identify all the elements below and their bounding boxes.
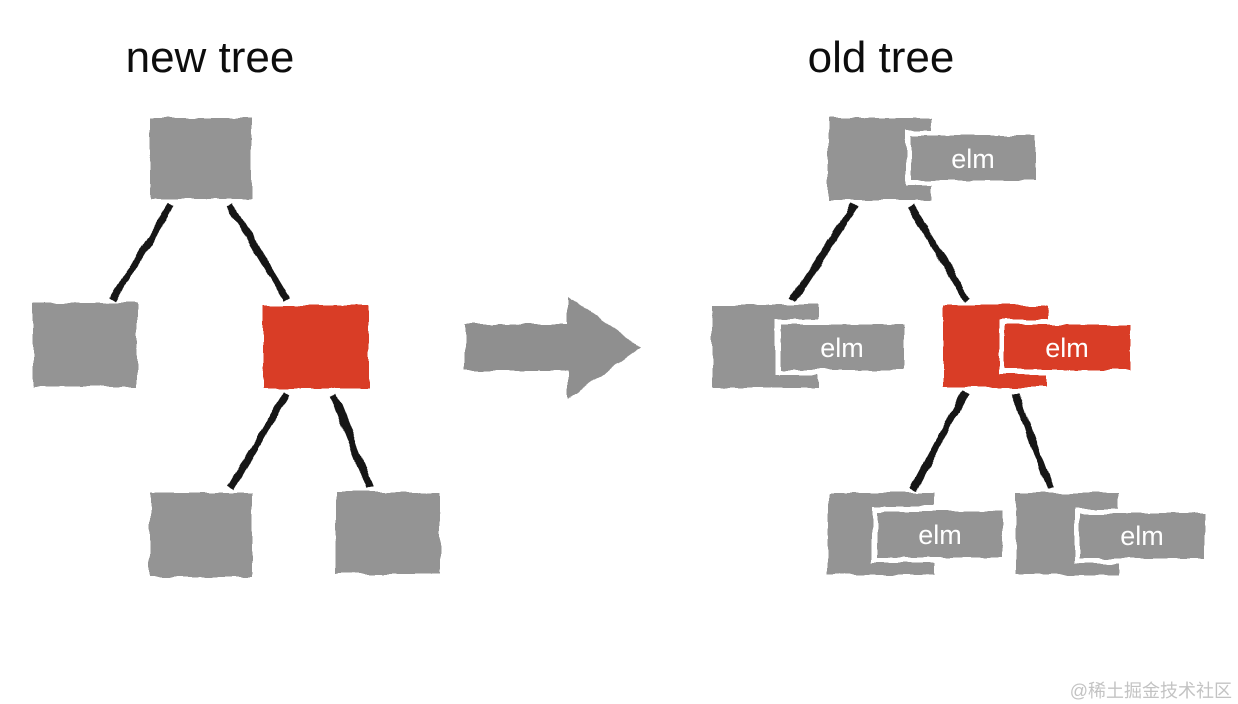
elm-tag-left bbox=[775, 319, 909, 375]
elm-tag-label: elm bbox=[820, 333, 864, 363]
old-tree-edge-right-bottomleft bbox=[909, 390, 969, 492]
elm-tag-label: elm bbox=[1045, 333, 1089, 363]
elm-tag-label: elm bbox=[918, 520, 962, 550]
old-tree-edge-root-right bbox=[906, 203, 971, 302]
new-tree-edge-root-left bbox=[110, 203, 174, 302]
watermark: @稀土掘金技术社区 bbox=[1070, 681, 1232, 701]
new-tree-changed-node bbox=[263, 305, 369, 388]
new-tree-edge-root-right bbox=[226, 203, 291, 302]
right-arrow-icon bbox=[465, 296, 641, 399]
new-tree-bottom-left-node bbox=[150, 493, 252, 577]
new-tree-edge-right-bottomleft bbox=[227, 391, 291, 490]
new-tree-nodes bbox=[33, 118, 440, 577]
old-tree-title: old tree bbox=[808, 33, 955, 82]
old-tree-edge-root-left bbox=[790, 203, 858, 302]
elm-tag-label: elm bbox=[1120, 521, 1164, 551]
elm-tag-bottom-right bbox=[1074, 508, 1210, 564]
old-tree-tag-labels: elm elm elm elm elm bbox=[820, 144, 1164, 551]
new-tree-edge-right-bottomright bbox=[329, 393, 374, 490]
old-tree: old tree elm elm bbox=[712, 33, 1210, 575]
old-tree-edges bbox=[790, 203, 1054, 492]
new-tree-edges bbox=[110, 203, 374, 490]
new-tree-root-node bbox=[150, 118, 252, 199]
elm-tag-bottom-left bbox=[872, 506, 1008, 563]
new-tree: new tree bbox=[33, 33, 440, 577]
elm-tag-label: elm bbox=[951, 144, 995, 174]
new-tree-left-node bbox=[33, 303, 137, 387]
elm-tag-root bbox=[905, 130, 1041, 186]
old-tree-edge-right-bottomright bbox=[1011, 391, 1054, 490]
elm-tag-changed bbox=[999, 319, 1135, 375]
old-tree-nodes bbox=[712, 118, 1210, 575]
new-tree-bottom-right-node bbox=[336, 492, 440, 574]
new-tree-title: new tree bbox=[126, 33, 295, 82]
